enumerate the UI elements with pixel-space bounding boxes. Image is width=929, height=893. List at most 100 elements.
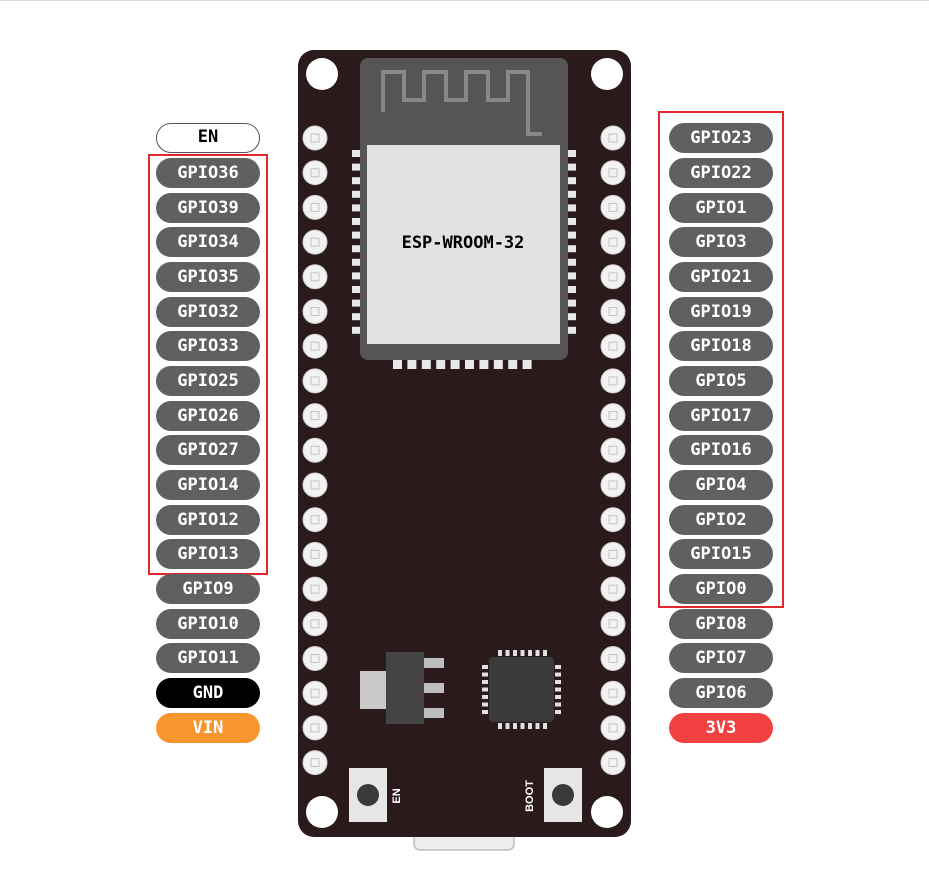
module-pad (522, 360, 532, 369)
chip-pin (482, 687, 488, 692)
chip-pin (555, 680, 561, 684)
pin-label-vin: VIN (156, 713, 260, 743)
pin-label-left: GPIO27 (156, 435, 260, 465)
module-pad (568, 218, 576, 225)
mounting-hole (591, 58, 623, 90)
header-pin (302, 680, 328, 706)
module-pad (393, 360, 402, 369)
pin-label-right: GPIO23 (669, 123, 773, 153)
module-pad (352, 272, 360, 280)
pin-label-left: GPIO25 (156, 366, 260, 396)
pin-label-left: GPIO10 (156, 609, 260, 639)
pin-label-left: GPIO12 (156, 505, 260, 535)
header-pin (302, 715, 328, 741)
chip-pin (482, 702, 488, 707)
header-pin (600, 611, 626, 637)
usb-uart-chip (482, 650, 561, 729)
pin-label-left: GPIO9 (156, 574, 260, 604)
pin-label-right: GPIO8 (669, 609, 773, 639)
module-pad (568, 245, 576, 253)
boot-button[interactable] (544, 768, 582, 822)
module-pad (352, 204, 360, 212)
header-pin (600, 437, 626, 463)
module-pad (568, 177, 576, 185)
chip-pin (482, 695, 488, 699)
header-pin (600, 507, 626, 533)
pin-label-right: GPIO6 (669, 678, 773, 708)
en-button-label: EN (391, 788, 403, 803)
chip-pin (528, 650, 532, 656)
header-pin (302, 229, 328, 255)
pin-label-right: GPIO1 (669, 193, 773, 223)
header-pin (302, 403, 328, 429)
voltage-regulator (360, 652, 444, 724)
module-pad (436, 360, 446, 369)
chip-pin (482, 672, 488, 677)
chip-pin (543, 723, 547, 729)
header-pin (302, 437, 328, 463)
module-pad (352, 150, 360, 157)
header-pin (600, 194, 626, 220)
module-pad (352, 177, 360, 185)
chip-pin (555, 665, 561, 669)
module-pad (352, 231, 360, 239)
module-pad (568, 231, 576, 239)
chip-pin (555, 710, 561, 714)
pin-label-left: GPIO35 (156, 262, 260, 292)
pin-label-right: GPIO15 (669, 539, 773, 569)
header-pin (302, 750, 328, 776)
pin-label-right: GPIO0 (669, 574, 773, 604)
pin-label-right: GPIO4 (669, 470, 773, 500)
module-pad (352, 286, 360, 293)
pin-label-en: EN (156, 123, 260, 153)
module-pad (568, 258, 576, 266)
module-pad (450, 360, 460, 369)
module-pad (568, 150, 576, 157)
header-pin (302, 472, 328, 498)
header-pin (302, 611, 328, 637)
header-pin (302, 541, 328, 567)
header-pin (600, 646, 626, 671)
chip-pin (513, 723, 517, 729)
pin-label-right: GPIO19 (669, 297, 773, 327)
right-highlight-box (658, 111, 784, 608)
mounting-hole (306, 796, 338, 828)
en-button[interactable] (349, 768, 387, 822)
header-pin (302, 160, 328, 186)
module-pad (568, 190, 576, 198)
module-pad (568, 272, 576, 280)
pin-label-left: GPIO36 (156, 158, 260, 188)
module-pad (479, 360, 489, 369)
chip-pin (520, 723, 525, 729)
header-pin (302, 576, 328, 602)
pin-label-right: GPIO18 (669, 331, 773, 361)
header-pin (600, 125, 626, 151)
module-pad (352, 326, 360, 334)
pin-label-right: GPIO2 (669, 505, 773, 535)
chip-pin (535, 723, 540, 729)
module-pad (352, 313, 360, 321)
module-pad (493, 360, 503, 369)
pin-label-left: GPIO39 (156, 193, 260, 223)
header-pin (600, 541, 626, 567)
header-pin (600, 160, 626, 186)
module-pad (568, 286, 576, 293)
header-pin (302, 264, 328, 290)
esp-wroom-module (352, 58, 576, 369)
module-pad (352, 258, 360, 266)
header-pin (302, 368, 328, 394)
header-pin (600, 264, 626, 290)
module-pad (568, 326, 576, 334)
chip-pin (505, 650, 510, 656)
chip-pin (498, 650, 502, 656)
module-pad (568, 204, 576, 212)
header-pin (302, 507, 328, 533)
header-pin (600, 576, 626, 602)
chip-pin (555, 672, 561, 677)
header-pin (600, 715, 626, 741)
boot-button-label: BOOT (524, 780, 536, 812)
module-pad (352, 218, 360, 225)
module-pad (352, 190, 360, 198)
module-pad (352, 245, 360, 253)
